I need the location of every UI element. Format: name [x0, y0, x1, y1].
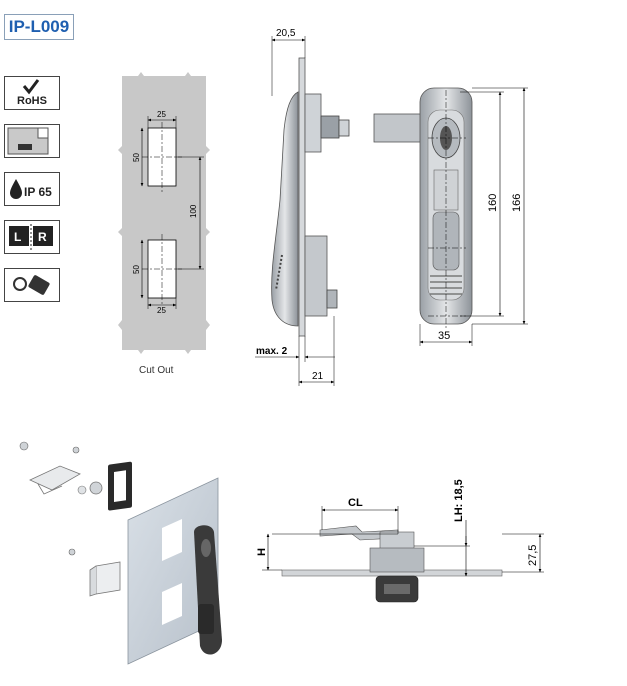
front-height-inner: 160	[487, 194, 499, 212]
side-depth-label: 20,5	[276, 28, 296, 39]
side-max-label: max. 2	[256, 346, 288, 357]
front-height-outer: 166	[511, 194, 523, 212]
lock-total-label: 27,5	[527, 545, 539, 566]
cutout-caption: Cut Out	[139, 365, 174, 376]
right-label: R	[38, 230, 47, 244]
exploded-assembly	[19, 441, 222, 665]
front-view	[373, 87, 528, 346]
front-width: 35	[438, 330, 450, 342]
product-code-badge: IP-L009	[4, 14, 74, 40]
key-icon	[13, 275, 50, 295]
cutout-height-top: 50	[132, 153, 141, 162]
side-base-label: 21	[312, 371, 324, 382]
lock-lh-label: LH: 18,5	[453, 479, 465, 522]
cutout-width-top: 25	[157, 110, 166, 119]
lock-view	[262, 506, 544, 603]
cutout-height-bottom: 50	[132, 265, 141, 274]
left-label: L	[14, 230, 21, 244]
panel-mount-icon	[7, 127, 49, 155]
check-icon	[22, 79, 40, 95]
ip-label: IP 65	[24, 185, 52, 199]
water-drop-icon	[10, 179, 22, 199]
product-code: IP-L009	[8, 17, 70, 36]
side-view	[255, 36, 350, 386]
left-right-icon	[9, 224, 53, 250]
rohs-icon-box	[4, 76, 60, 110]
lock-cl-label: CL	[348, 497, 363, 509]
cutout-width-bottom: 25	[157, 306, 166, 315]
lock-h-label: H	[256, 548, 268, 556]
rohs-label: RoHS	[17, 95, 47, 107]
cutout-spacing: 100	[189, 204, 198, 218]
cutout-panel	[118, 72, 210, 354]
